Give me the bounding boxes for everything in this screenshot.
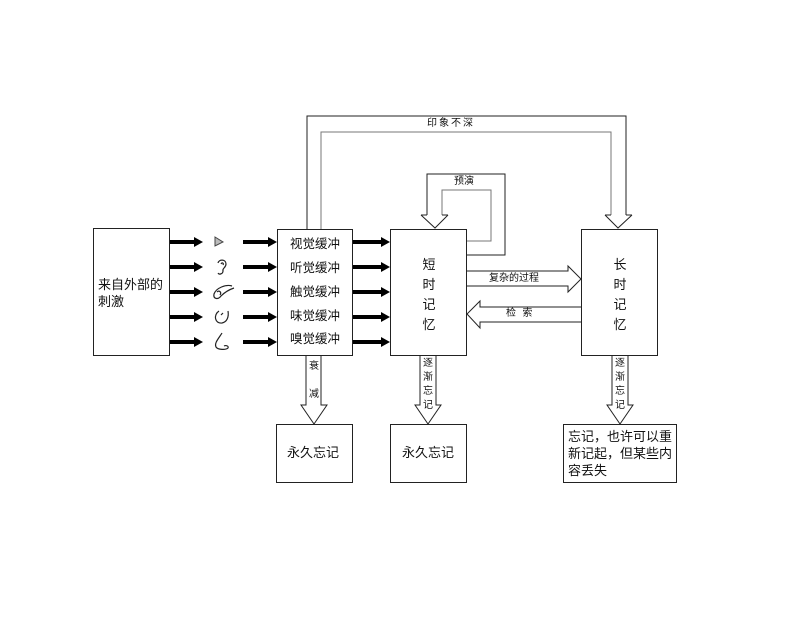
sense-arrow-ear: [243, 262, 277, 272]
complex-process-label: 复杂的过程: [489, 273, 539, 284]
sense-arrow-touch: [243, 287, 277, 297]
retrieval-arrow: [466, 299, 581, 330]
eye-icon: [214, 236, 225, 247]
rehearsal-loop-arrow: [420, 173, 506, 256]
short-term-memory-box: 短 时 记 忆: [390, 229, 467, 356]
shallow-impression-label: 印象不深: [427, 118, 475, 129]
retrieval-label: 检 索: [506, 308, 533, 319]
stm-forget-label: 逐 渐 忘 记: [423, 358, 433, 411]
nose-icon: [214, 332, 229, 350]
decay-label: 衰 减: [309, 361, 319, 400]
buffer-arrow-nose: [353, 337, 390, 347]
buffer-to-stm-arrows: [353, 237, 390, 347]
stimulus-arrow-ear: [170, 262, 203, 272]
stimulus-arrow-mouth: [170, 312, 203, 322]
stm-label: 短 时 记 忆: [422, 258, 436, 333]
sense-to-buffer-arrows: [243, 237, 277, 347]
permanent-forget-box-2: 永久忘记: [390, 424, 467, 483]
buffer-item-visual: 视觉缓冲: [290, 236, 341, 251]
ltm-label: 长 时 记 忆: [613, 258, 627, 333]
stimulus-to-sense-arrows: [170, 237, 203, 347]
rehearsal-label: 预演: [454, 176, 474, 187]
ltm-forget-box: 忘记，也许可以重新记起，但某些内容丢失: [563, 424, 677, 483]
permanent-forget-label-2: 永久忘记: [402, 446, 455, 461]
buffer-arrow-touch: [353, 287, 390, 297]
buffer-item-gustatory: 味觉缓冲: [290, 308, 341, 323]
stimulus-box: 来自外部的刺激: [93, 228, 170, 356]
stimulus-arrow-eye: [170, 237, 203, 247]
buffer-item-auditory: 听觉缓冲: [290, 260, 341, 275]
ltm-forget-arrow-label: 逐 渐 忘 记: [615, 358, 625, 411]
stimulus-arrow-touch: [170, 287, 203, 297]
shallow-impression-arrow: [306, 115, 633, 229]
buffer-arrow-ear: [353, 262, 390, 272]
sense-arrow-eye: [243, 237, 277, 247]
sense-arrow-mouth: [243, 312, 277, 322]
permanent-forget-label-1: 永久忘记: [287, 446, 340, 461]
sense-arrow-nose: [243, 337, 277, 347]
buffer-item-tactile: 触觉缓冲: [290, 284, 341, 299]
ear-icon: [217, 259, 227, 275]
permanent-forget-box-1: 永久忘记: [276, 424, 353, 483]
buffer-arrow-mouth: [353, 312, 390, 322]
buffer-arrow-eye: [353, 237, 390, 247]
buffer-item-olfactory: 嗅觉缓冲: [290, 331, 341, 346]
mouth-icon: [214, 310, 229, 324]
finger-icon: [213, 284, 235, 300]
sensory-buffer-box: 视觉缓冲 听觉缓冲 触觉缓冲 味觉缓冲 嗅觉缓冲: [277, 229, 353, 356]
stimulus-arrow-nose: [170, 337, 203, 347]
long-term-memory-box: 长 时 记 忆: [581, 229, 658, 356]
ltm-forget-label: 忘记，也许可以重新记起，但某些内容丢失: [568, 430, 673, 479]
stimulus-label: 来自外部的刺激: [98, 278, 164, 310]
